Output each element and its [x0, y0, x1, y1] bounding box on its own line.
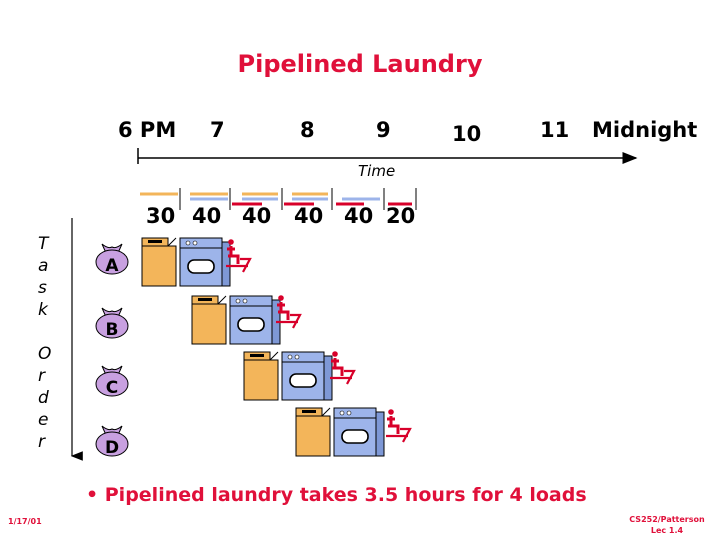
load-c-label: C [106, 378, 118, 398]
load-d-label: D [105, 438, 119, 458]
hour-11: 11 [540, 118, 570, 142]
duration-40b: 40 [242, 204, 272, 228]
duration-30: 30 [146, 204, 176, 228]
task-order-letter: s [38, 278, 47, 298]
duration-40d: 40 [344, 204, 374, 228]
hour-7: 7 [210, 118, 225, 142]
footer-course-name: CS252/Patterson [629, 515, 705, 524]
hour-10: 10 [452, 122, 482, 146]
duration-40c: 40 [294, 204, 324, 228]
task-order-letter: e [38, 410, 49, 430]
bullet-point: • Pipelined laundry takes 3.5 hours for … [86, 484, 587, 506]
footer-lecture-number: Lec 1.4 [650, 526, 684, 535]
hour-8: 8 [300, 118, 315, 142]
hour-9: 9 [376, 118, 391, 142]
load-b-label: B [106, 320, 119, 340]
task-order-letter: T [38, 234, 49, 254]
task-order-letter: r [38, 366, 45, 386]
task-order-letter: r [38, 432, 45, 452]
hour-midnight: Midnight [592, 118, 698, 142]
stage-bars [140, 188, 417, 210]
task-order-letter: a [38, 256, 49, 276]
hour-6pm: 6 PM [118, 118, 177, 142]
time-axis-label: Time [358, 162, 396, 180]
task-order-letter: d [38, 388, 49, 408]
footer-course: CS252/Patterson Lec 1.4 [622, 514, 712, 536]
slide-title: Pipelined Laundry [237, 50, 483, 78]
task-order-letter: k [38, 300, 48, 320]
duration-40a: 40 [192, 204, 222, 228]
duration-20: 20 [386, 204, 416, 228]
load-a-label: A [105, 256, 119, 276]
task-order-letter: O [38, 344, 52, 364]
slide-date: 1/17/01 [8, 517, 42, 526]
